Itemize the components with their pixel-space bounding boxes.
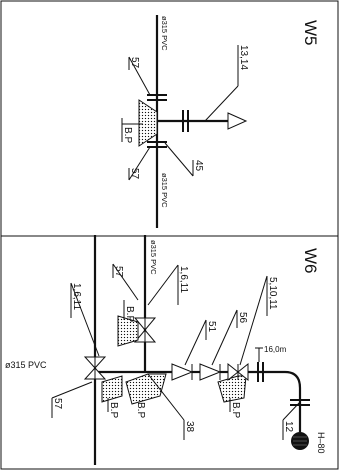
- w5-branch-arrow: [227, 112, 248, 130]
- w6-label-57-left: 57: [52, 398, 63, 410]
- w6-check-valve: [171, 363, 194, 381]
- w6-thrust-block-left: [101, 375, 123, 403]
- w5-pipe-label-bottom: ø315 PVC: [160, 173, 169, 208]
- w6-label-bp-upper: B.P: [124, 306, 135, 322]
- w6-label-distance: 16,0m: [264, 345, 287, 354]
- panel-w6: W6: [5, 235, 326, 465]
- w6-label-bp-lower-left: B.P: [108, 402, 119, 418]
- w6-strainer: [199, 363, 222, 381]
- w6-label-51011: 5,10,11: [267, 277, 278, 310]
- panel-w5: W5 ø315 PVC ø315 PVC 57 57 13,14 45: [121, 15, 320, 228]
- w5-label-bp: B.P: [122, 127, 133, 143]
- w6-label-57-top: 57: [113, 266, 124, 278]
- w6-thrust-block-upper: [117, 315, 139, 347]
- w5-label-57-bottom: 57: [129, 168, 140, 180]
- w6-label-hydrant: H–80: [316, 432, 326, 454]
- w6-label-56: 56: [237, 312, 248, 324]
- w6-label-1611-left: 1,6,11: [71, 283, 82, 310]
- w5-label-45: 45: [193, 160, 204, 172]
- w6-label-bp-lower-right: B.P: [230, 402, 241, 418]
- w6-gate-valve-header: [227, 362, 239, 382]
- w5-title: W5: [301, 20, 320, 46]
- w6-label-38: 38: [184, 421, 195, 433]
- w6-thrust-block-mid: [125, 373, 167, 405]
- w5-thrust-block: [138, 99, 158, 147]
- w6-label-1611-top: 1,6,11: [178, 266, 189, 293]
- w5-label-1314: 13,14: [238, 45, 249, 70]
- w6-pipe-label-left: ø315 PVC: [5, 360, 47, 370]
- w6-bend-pipe: [284, 370, 302, 432]
- w6-thrust-block-right: [217, 375, 247, 403]
- w5-label-57-top: 57: [129, 57, 140, 69]
- w6-label-51: 51: [206, 321, 217, 333]
- w5-pipe-label-top: ø315 PVC: [160, 16, 169, 51]
- w6-pipe-label-up: ø315 PVC: [149, 240, 158, 275]
- w6-label-12: 12: [283, 421, 294, 433]
- w6-label-bp-lower-mid: B.P: [135, 402, 146, 418]
- w6-title: W6: [301, 248, 320, 274]
